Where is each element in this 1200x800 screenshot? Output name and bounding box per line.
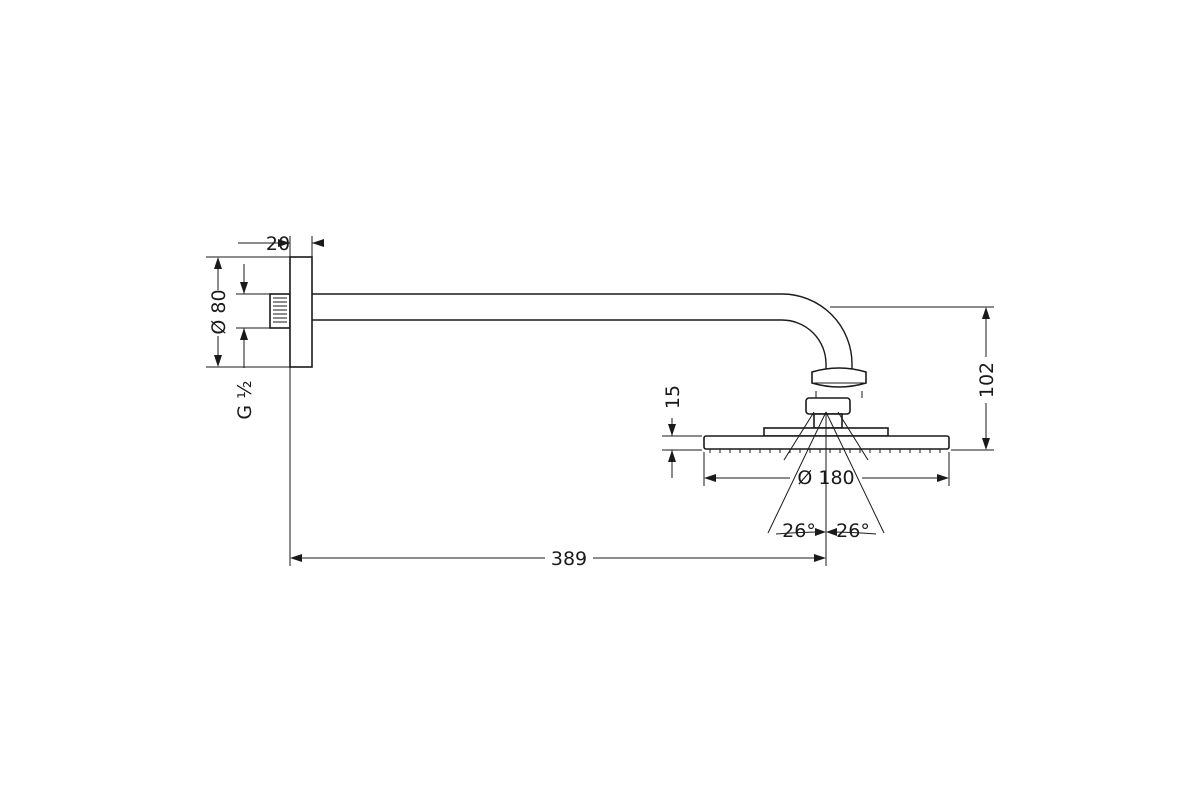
label-thread: G ½ [234, 380, 256, 419]
dimension-head-thickness: 15 [662, 385, 702, 478]
ball-joint [805, 367, 867, 429]
shower-arm [312, 293, 853, 380]
label-tilt-left: 26° [782, 520, 816, 542]
dimension-drop-height: 102 [830, 306, 998, 451]
dimension-flange-thickness: 20 [238, 233, 324, 257]
label-tilt-right: 26° [836, 520, 870, 542]
label-head-thickness: 15 [662, 385, 684, 409]
label-arm-projection: 389 [551, 548, 587, 570]
thread-connector [269, 293, 291, 329]
label-drop-height: 102 [976, 362, 998, 398]
dimension-tilt-angles: 26° 26° [767, 411, 885, 545]
dimension-thread: G ½ [234, 264, 270, 420]
label-flange-thickness: 20 [266, 233, 290, 255]
wall-flange [289, 256, 313, 368]
dimension-arm-projection: 389 [289, 367, 827, 570]
dimension-flange-diameter: Ø 80 [206, 256, 290, 368]
label-flange-diameter: Ø 80 [208, 289, 230, 334]
